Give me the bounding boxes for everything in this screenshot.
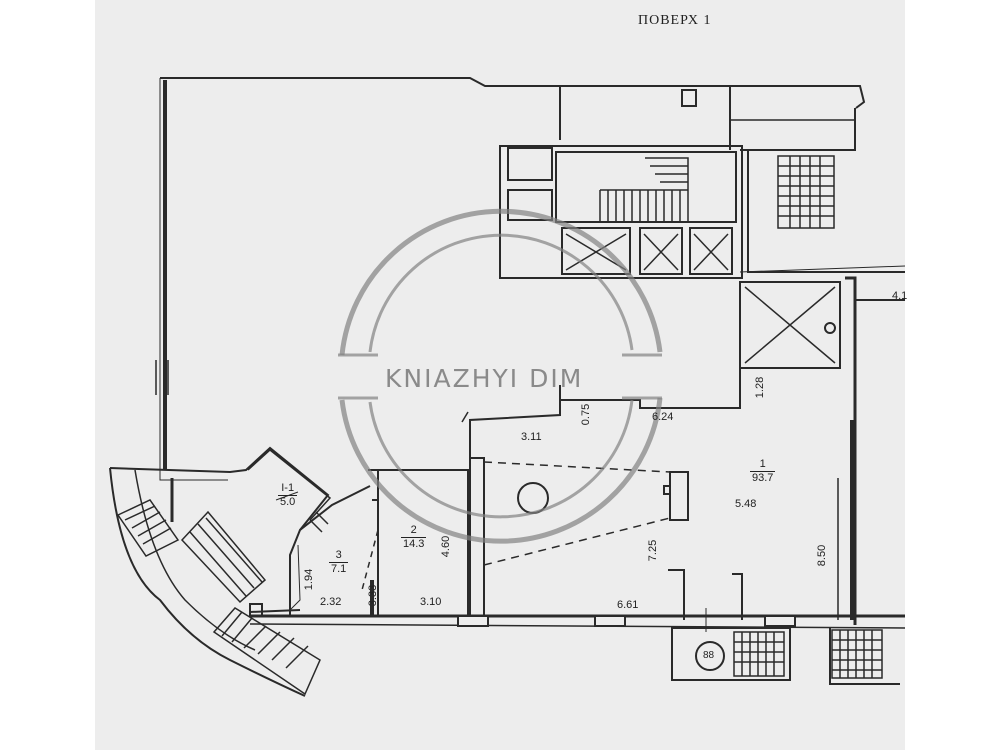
room-3-number: 3	[329, 549, 349, 563]
dim-1-94: 1.94	[303, 568, 316, 591]
floor-title: ПОВЕРХ 1	[638, 13, 712, 28]
dim-7-25: 7.25	[647, 539, 660, 562]
dim-5-48: 5.48	[735, 498, 757, 510]
room-3-label: 3 7.1	[329, 549, 349, 575]
dim-4-1: 4.1	[892, 290, 908, 302]
room-2-number: 2	[401, 524, 427, 538]
room-2-label: 2 14.3	[401, 524, 427, 550]
watermark-text: KNIAZHYI DIM	[385, 364, 584, 393]
dim-2-32: 2.32	[320, 596, 342, 608]
room-i1-area: 5.0	[280, 495, 296, 508]
dim-3-10: 3.10	[420, 596, 442, 608]
room-3-area: 7.1	[331, 562, 347, 575]
dim-6-24: 6.24	[652, 411, 674, 423]
room-1-number: 1	[750, 458, 776, 472]
dim-0-75: 0.75	[580, 403, 593, 426]
dim-88: 88	[703, 650, 715, 661]
dim-6-61: 6.61	[617, 599, 639, 611]
room-1-label: 1 93.7	[750, 458, 776, 484]
room-i1-number: I-1	[278, 482, 298, 496]
dim-8-50: 8.50	[816, 544, 829, 567]
dim-3-33: 3.33	[367, 584, 380, 607]
room-1-area: 93.7	[752, 471, 774, 484]
room-i1-label: I-1 5.0	[278, 482, 298, 508]
room-2-area: 14.3	[403, 537, 425, 550]
dim-3-11: 3.11	[521, 431, 542, 443]
dim-4-60: 4.60	[440, 535, 453, 558]
dim-1-28: 1.28	[754, 376, 767, 399]
